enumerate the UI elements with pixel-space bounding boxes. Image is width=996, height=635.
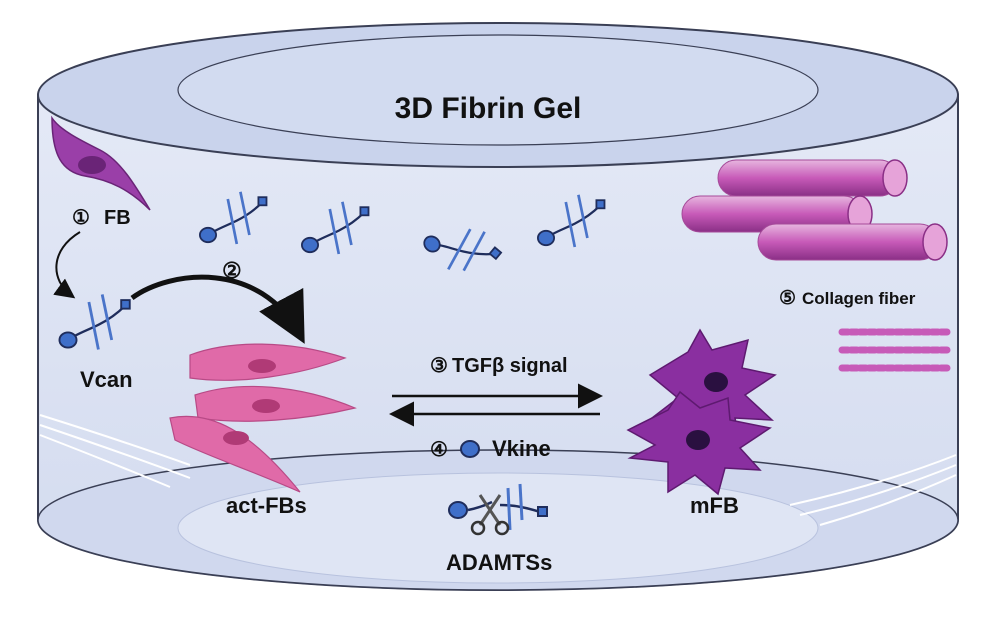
collagen-fiber-icon (681, 159, 948, 261)
adamtss-label: ADAMTSs (446, 550, 552, 575)
act-fbs-label: act-FBs (226, 493, 307, 518)
step2-number: ② (222, 258, 242, 283)
step5-number: ⑤ (779, 288, 796, 309)
collagen-fibril-icon (838, 328, 952, 372)
collagen-fiber-label: Collagen fiber (802, 289, 916, 308)
vcan-label: Vcan (80, 367, 133, 392)
fb-label: FB (104, 207, 131, 229)
arrow-fb-to-vcan (53, 231, 81, 299)
mfb-label: mFB (690, 493, 739, 518)
scissors-icon (470, 494, 510, 536)
step4-number: ④ (430, 439, 448, 461)
step3-number: ③ (430, 355, 448, 377)
adamts-cleavage-icon (448, 483, 548, 531)
vkine-label: Vkine (492, 436, 551, 461)
step1-number: ① (72, 207, 90, 229)
vkine-dot-icon (460, 440, 480, 458)
fibroblast-icon (51, 115, 151, 211)
tgfb-label: TGFβ signal (452, 355, 568, 377)
gel-title: 3D Fibrin Gel (395, 92, 582, 125)
arrow-vcan-to-actfb (130, 274, 305, 344)
myofibroblast-icon (626, 328, 777, 496)
activated-fibroblasts-icon (169, 343, 357, 493)
